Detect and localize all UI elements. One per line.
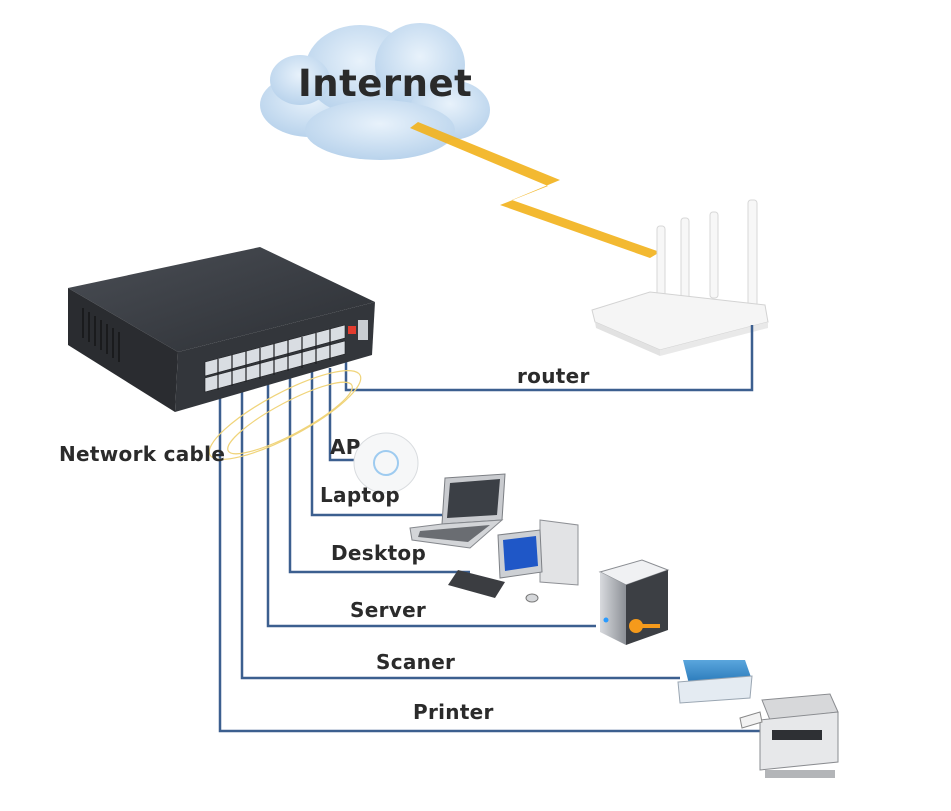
lightning-bolt-icon [410, 122, 660, 258]
desktop-label: Desktop [331, 541, 427, 565]
router-label: router [517, 364, 590, 388]
router-icon [591, 199, 769, 356]
scanner-label: Scaner [376, 650, 456, 674]
server-icon [598, 559, 670, 645]
network-cable-label: Network cable [59, 442, 226, 466]
access-point-icon [353, 432, 419, 494]
server-label: Server [350, 598, 427, 622]
switch-icon [68, 247, 375, 412]
laptop-icon [409, 473, 506, 549]
scanner-icon [677, 660, 753, 704]
cable-laptop [310, 368, 442, 517]
printer-label: Printer [413, 700, 494, 724]
cable-bundle-marker [208, 370, 362, 460]
ap-label: AP [330, 435, 361, 459]
laptop-label: Laptop [320, 483, 400, 507]
internet-label: Internet [298, 62, 473, 105]
cloud-icon [260, 23, 490, 160]
cable-scanner [240, 368, 680, 680]
cable-printer [218, 370, 765, 733]
desktop-icon [448, 519, 579, 603]
cable-server [266, 368, 596, 628]
cable-router [344, 325, 754, 392]
printer-icon [739, 693, 839, 778]
